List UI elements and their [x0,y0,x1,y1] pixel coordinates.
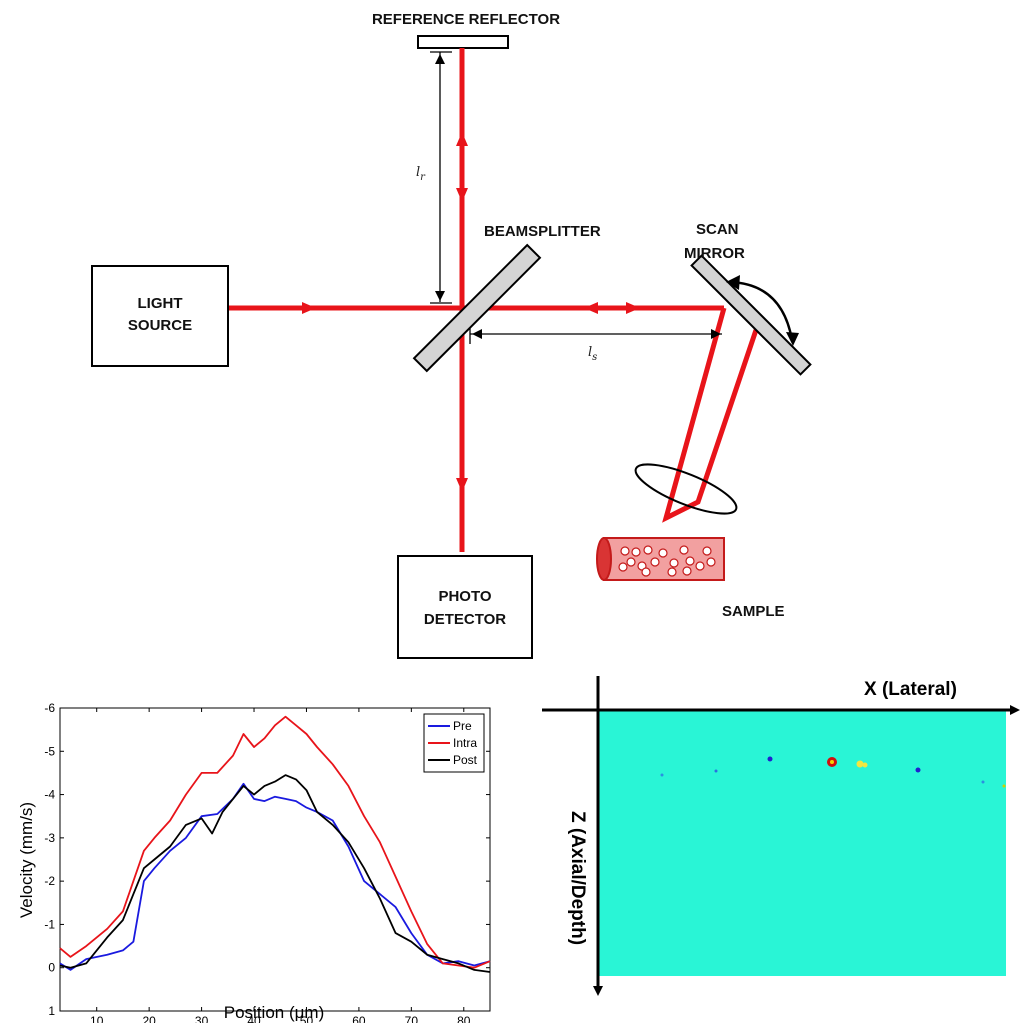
x-axis-ticks: 10 20 30 40 50 60 70 80 [90,708,471,1023]
beam-arrows [302,132,640,492]
lens [634,463,738,515]
legend-label: Intra [453,736,477,750]
y-tick-label: -6 [44,701,55,715]
x-axis-label: Position (μm) [224,1003,324,1022]
y-tick-label: -3 [44,831,55,845]
x-tick-label: 20 [142,1014,156,1023]
doppler-image-panel: X (Lateral) Z (Axial/Depth) [542,676,1020,996]
arrow-up [456,132,468,146]
y-tick-label: -4 [44,788,55,802]
scan-rotation-arrow [729,280,794,341]
legend-label: Pre [453,719,472,733]
y-axis-ticks: 1 0 -1 -2 -3 -4 -5 -6 [44,701,490,1018]
sample-label: SAMPLE [722,603,785,620]
series-line-pre [59,782,491,971]
arrow-right-source [302,302,316,314]
x-tick-label: 40 [247,1014,261,1023]
x-tick-label: 30 [195,1014,209,1023]
y-tick-label: -5 [44,744,55,758]
photo-detector-label-1: PHOTO [438,588,491,605]
arrow-left-sample [584,302,598,314]
x-tick-label: 80 [457,1014,471,1023]
beamsplitter-label: BEAMSPLITTER [484,223,601,240]
light-source-box [91,265,229,367]
ls-label: ls [588,345,597,363]
arrow-down-ref [456,188,468,202]
sample-vessel [596,537,725,581]
x-tick-label: 50 [300,1014,314,1023]
plot-area [59,707,491,1012]
photo-detector-box [397,555,533,659]
light-source-label-2: SOURCE [128,317,192,334]
light-source-label-1: LIGHT [138,295,183,312]
reference-reflector-label: REFERENCE REFLECTOR [372,11,560,28]
scan-mirror-label-1: SCAN [696,221,739,238]
lr-label: lr [416,165,426,183]
scan-mirror-label-2: MIRROR [684,245,745,262]
reference-reflector [417,35,509,49]
flow-speckles [660,756,1006,788]
x-tick-label: 60 [352,1014,366,1023]
x-tick-label: 10 [90,1014,104,1023]
series-line-post [59,774,491,973]
chart-series [59,715,491,973]
series-line-intra [59,715,491,969]
legend-label: Post [453,753,478,767]
y-axis-label: Velocity (mm/s) [17,802,36,918]
y-tick-label: -2 [44,874,55,888]
y-tick-label: 1 [48,1004,55,1018]
arrow-right-sample [626,302,640,314]
sample-beam [662,307,759,523]
interferometer-diagram: REFERENCE REFLECTOR lr ls [91,11,812,659]
y-tick-label: -1 [44,917,55,931]
y-tick-label: 0 [48,961,55,975]
image-region [598,710,1006,976]
x-tick-label: 70 [405,1014,419,1023]
z-depth-label: Z (Axial/Depth) [567,811,588,945]
photo-detector-label-2: DETECTOR [424,611,506,628]
scan-mirror [690,254,812,376]
x-lateral-label: X (Lateral) [864,679,957,700]
arrow-down-detector [456,478,468,492]
beamsplitter [412,243,542,373]
